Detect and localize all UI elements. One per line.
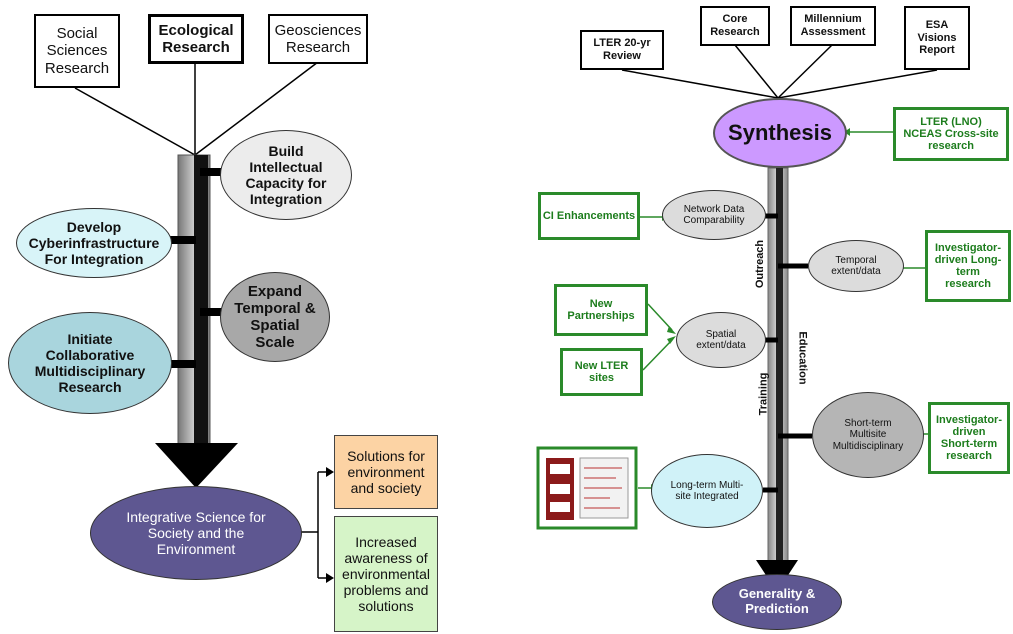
source-social-sciences: Social Sciences Research (34, 14, 120, 88)
source-geosciences: Geosciences Research (268, 14, 368, 64)
awareness-box: Increased awareness of environmental pro… (334, 516, 438, 632)
right-source-lines (621, 44, 938, 99)
temporal-extent-ellipse: Temporal extent/data (808, 240, 904, 292)
ci-enhancements-box: CI Enhancements (538, 192, 640, 240)
left-arrow-head (155, 443, 238, 488)
spatial-extent-ellipse: Spatial extent/data (676, 312, 766, 368)
new-partnerships-box: New Partnerships (554, 284, 648, 336)
initiate-research-ellipse: Initiate Collaborative Multidisciplinary… (8, 312, 172, 414)
source-lter-review: LTER 20-yr Review (580, 30, 664, 70)
outreach-label: Outreach (754, 239, 767, 289)
left-bracket (300, 471, 326, 579)
source-ecological-research: Ecological Research (148, 14, 244, 64)
training-label: Training (757, 372, 770, 416)
expand-scale-ellipse: Expand Temporal & Spatial Scale (220, 272, 330, 362)
left-source-lines (74, 61, 319, 156)
source-core-research: Core Research (700, 6, 770, 46)
source-esa-visions: ESA Visions Report (904, 6, 970, 70)
right-shaft-dark (776, 168, 783, 564)
build-capacity-ellipse: Build Intellectual Capacity for Integrat… (220, 130, 352, 220)
investigator-short-term-box: Investigator-driven Short-term research (928, 402, 1010, 474)
synthesis-ellipse: Synthesis (713, 98, 847, 168)
new-lter-sites-box: New LTER sites (560, 348, 643, 396)
left-shaft-dark (194, 155, 208, 445)
integrative-science-ellipse: Integrative Science for Society and the … (90, 486, 302, 580)
long-term-multisite-ellipse: Long-term Multi-site Integrated (651, 454, 763, 528)
source-millennium-assessment: Millennium Assessment (790, 6, 876, 46)
short-term-multisite-ellipse: Short-term Multisite Multidisciplinary (812, 392, 924, 478)
solutions-box: Solutions for environment and society (334, 435, 438, 509)
lter-lno-box: LTER (LNO) NCEAS Cross-site research (893, 107, 1009, 161)
education-label: Education (796, 331, 809, 385)
investigator-long-term-box: Investigator-driven Long-term research (925, 230, 1011, 302)
thumbnail-image (536, 446, 638, 530)
develop-cyberinfrastructure-ellipse: Develop Cyberinfrastructure For Integrat… (16, 208, 172, 278)
generality-prediction-ellipse: Generality & Prediction (712, 574, 842, 630)
network-data-ellipse: Network Data Comparability (662, 190, 766, 240)
